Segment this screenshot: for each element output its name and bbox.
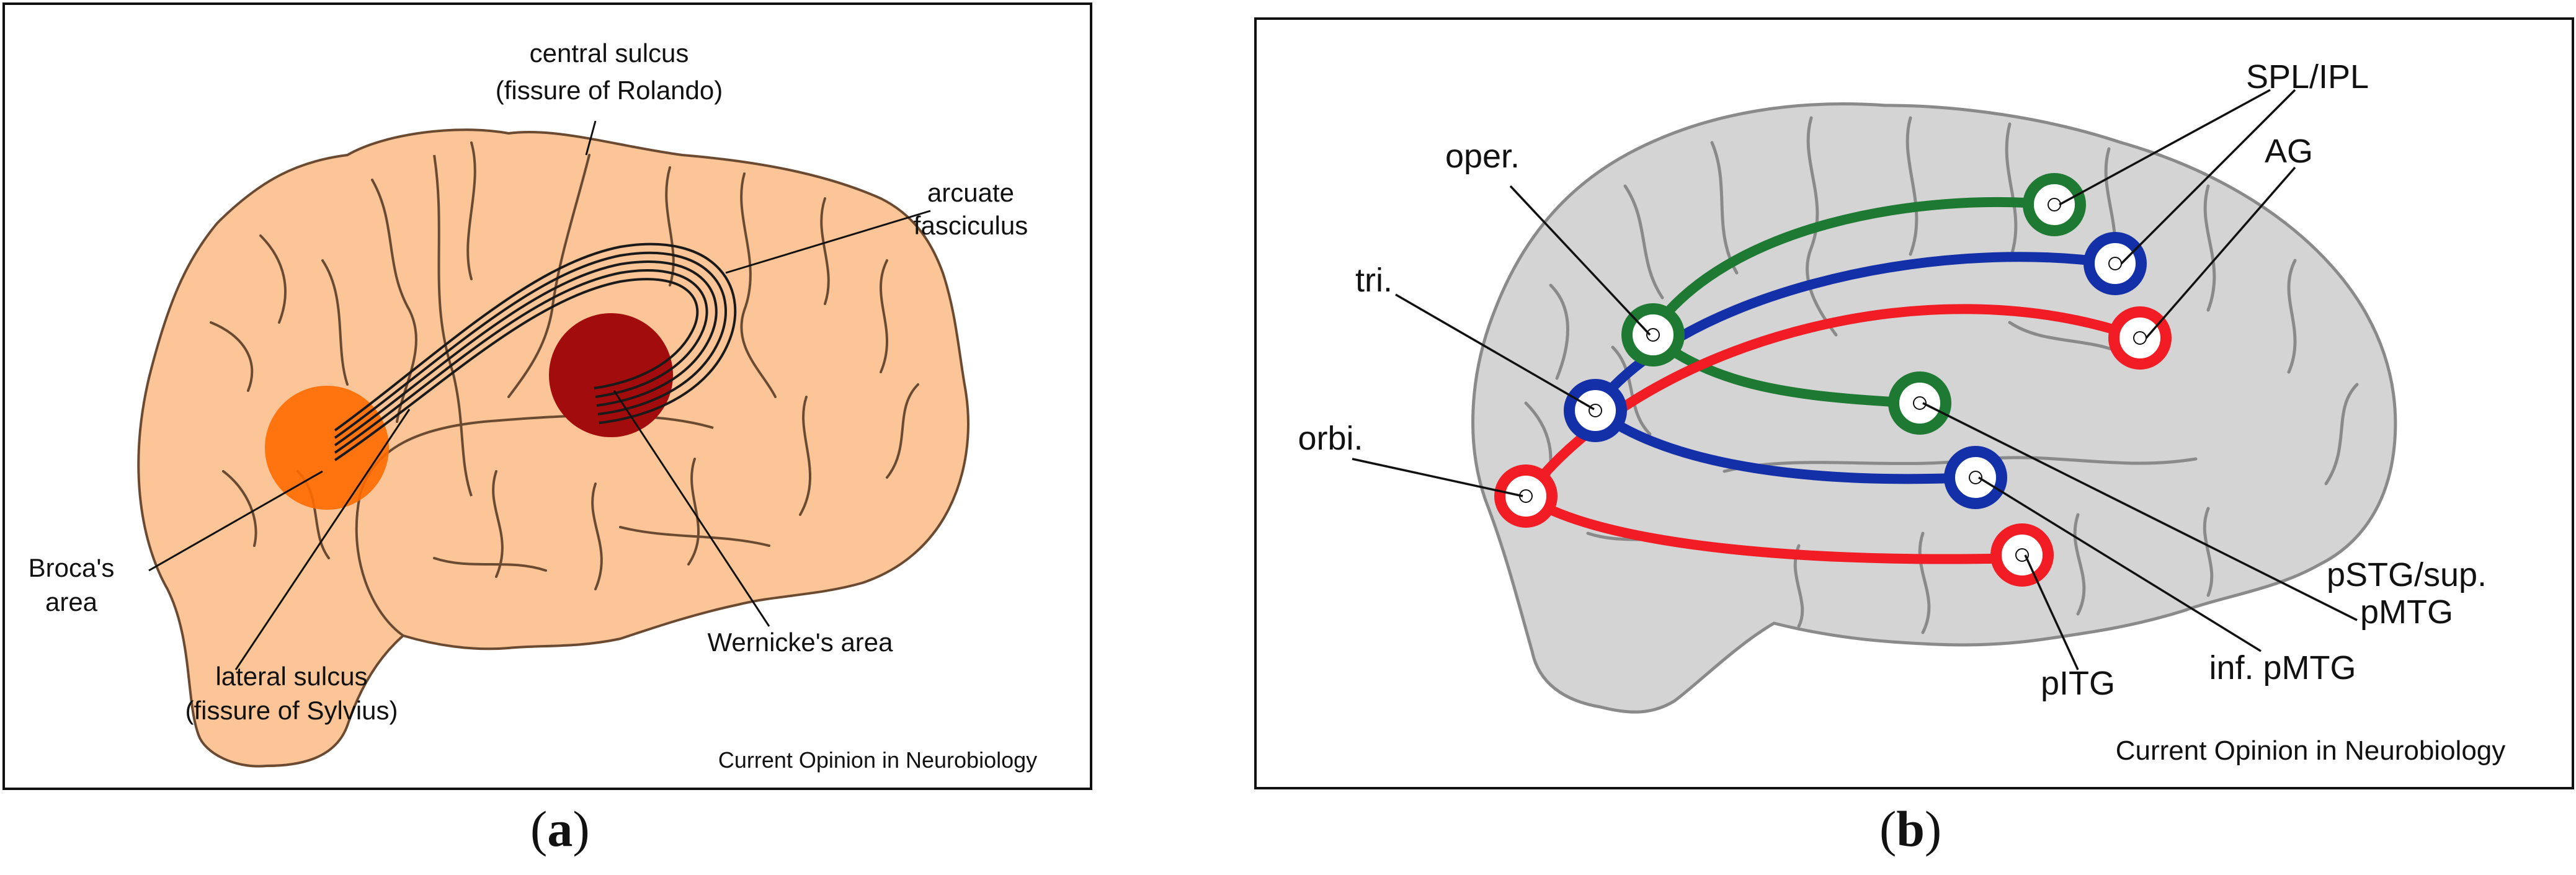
label-tri: tri. [1355, 262, 1393, 299]
panel-a-diagram: central sulcus (fissure of Rolando) arcu… [29, 38, 1038, 773]
broca-area-spot [265, 386, 389, 510]
brain-outline-a [137, 128, 969, 768]
label-lateral-1: lateral sulcus [215, 662, 367, 691]
label-lateral-2: (fissure of Sylvius) [185, 696, 398, 725]
tract-blue-upper [1589, 252, 2120, 414]
caption-b-open: ( [1879, 801, 1897, 857]
label-arcuate-1: arcuate [927, 178, 1014, 207]
leader-lines-b [1352, 89, 2358, 670]
sulci-a [210, 141, 919, 590]
label-central-sulcus-2: (fissure of Rolando) [496, 76, 723, 105]
caption-b-letter: b [1896, 801, 1925, 857]
label-ag: AG [2265, 133, 2313, 170]
caption-a: (a) [530, 800, 590, 858]
label-broca-1: Broca's [29, 553, 115, 582]
credit-b: Current Opinion in Neurobiology [2116, 735, 2506, 766]
caption-a-close: ) [573, 801, 590, 857]
arcuate-fasciculus-bundle [334, 242, 737, 461]
label-spl-ipl: SPL/IPL [2246, 58, 2369, 95]
central-sulcus-line [433, 154, 473, 497]
tract-green-upper [1645, 197, 2058, 340]
caption-b-close: ) [1924, 801, 1942, 857]
label-pitg: pITG [2041, 665, 2115, 702]
tract-red-lower [1521, 491, 2027, 564]
caption-a-open: ( [530, 801, 548, 857]
panel-b-diagram: SPL/IPL AG oper. tri. orbi. pSTG/sup. pM… [1298, 58, 2506, 766]
label-orbi: orbi. [1298, 420, 1363, 457]
tract-blue-lower [1589, 404, 1977, 484]
label-broca-2: area [45, 587, 98, 616]
label-pstg-1: pSTG/sup. [2327, 556, 2487, 593]
leader-lines-a [148, 120, 931, 670]
label-pstg-2: pMTG [2360, 593, 2453, 631]
label-inf-pmtg: inf. pMTG [2209, 649, 2356, 686]
credit-a: Current Opinion in Neurobiology [718, 747, 1037, 773]
label-central-sulcus-1: central sulcus [530, 38, 689, 68]
label-wernicke: Wernicke's area [707, 628, 893, 657]
caption-a-letter: a [547, 801, 573, 857]
caption-b: (b) [1879, 800, 1941, 858]
label-arcuate-2: fasciculus [914, 211, 1028, 240]
label-oper: oper. [1445, 138, 1520, 175]
wernicke-area-spot [549, 313, 673, 437]
